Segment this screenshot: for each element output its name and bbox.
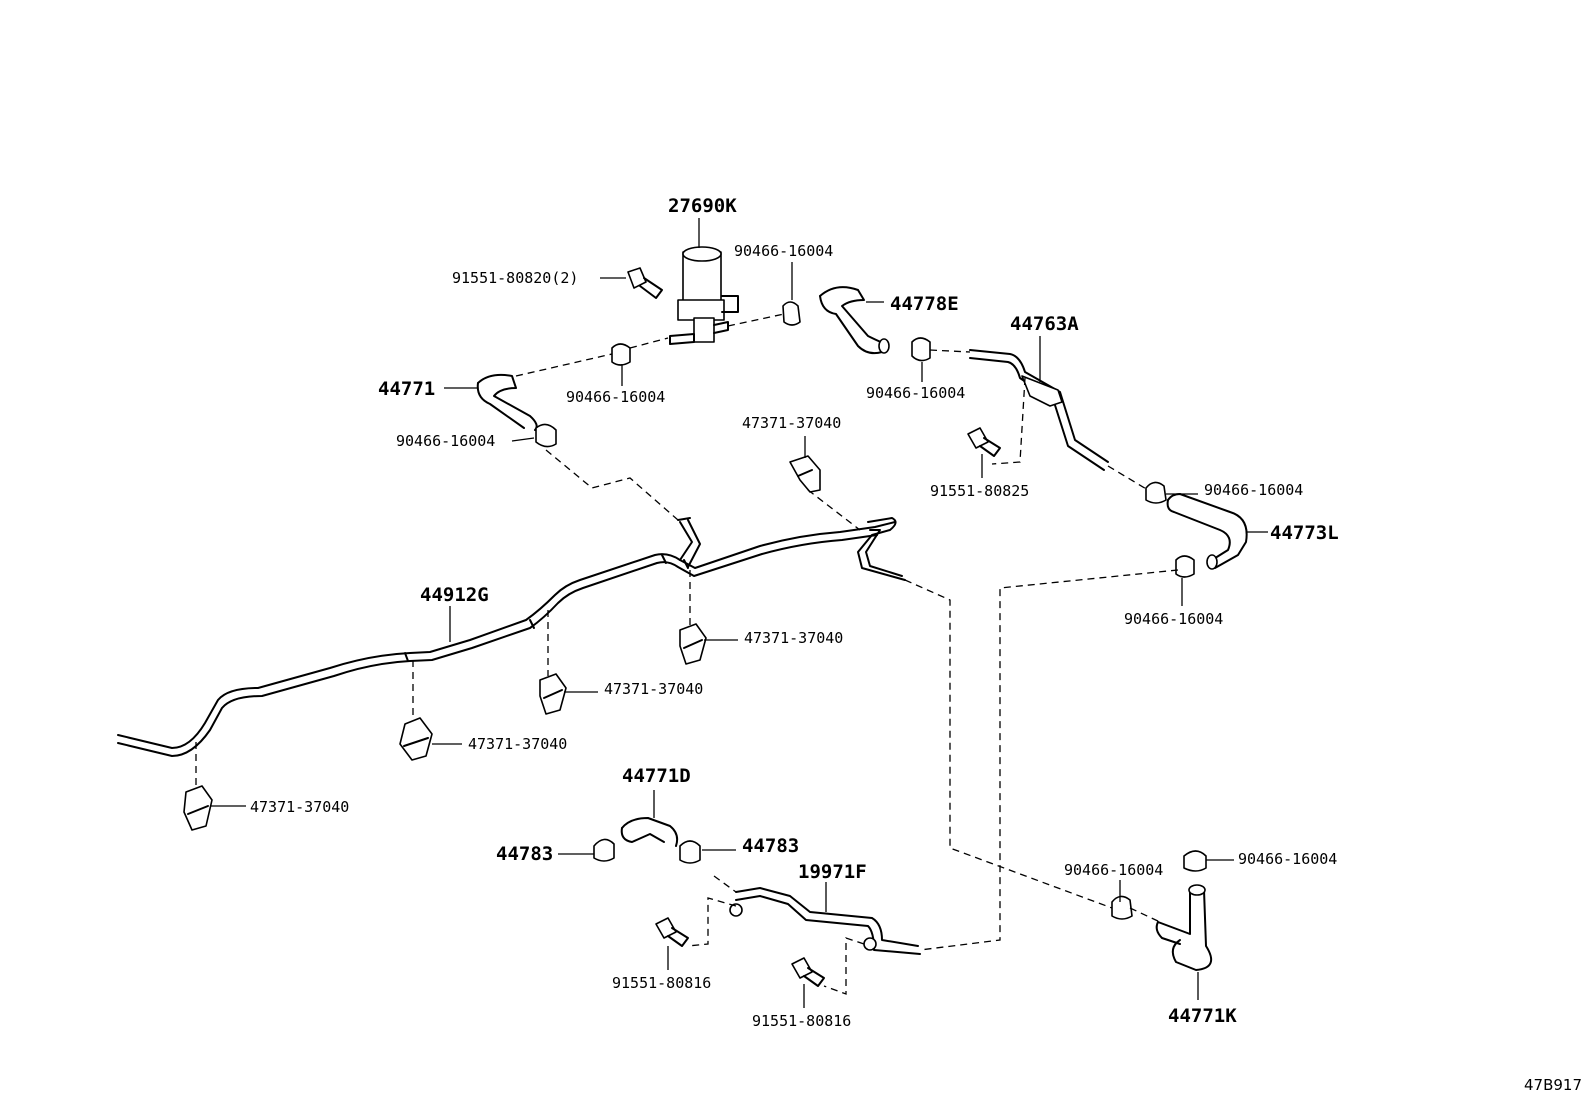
clip-lower-valve[interactable] — [611, 343, 631, 366]
hose-44771d[interactable] — [620, 817, 679, 847]
bolt-91551-80825[interactable] — [967, 427, 1001, 457]
label-44783-left: 44783 — [496, 843, 553, 865]
clamp-47371-mid-right[interactable] — [679, 623, 707, 665]
label-91551-80816-right: 91551-80816 — [752, 1012, 851, 1030]
label-clip-c: 90466-16004 — [866, 384, 965, 402]
clip-hose-44773l-bottom[interactable] — [1175, 555, 1195, 578]
label-44912g: 44912G — [420, 584, 489, 606]
label-44771k: 44771K — [1168, 1005, 1237, 1027]
clip-hose-44771k-left[interactable] — [1111, 895, 1133, 920]
label-44763a: 44763A — [1010, 313, 1079, 335]
clip-hose-44773l-top[interactable] — [1145, 481, 1167, 504]
label-clip-d: 90466-16004 — [396, 432, 495, 450]
leader-lines — [210, 218, 1268, 1008]
label-clip-e: 90466-16004 — [1204, 481, 1303, 499]
label-clamp-c: 47371-37040 — [604, 680, 703, 698]
clamp-47371-mid[interactable] — [539, 673, 567, 715]
label-clamp-a: 47371-37040 — [742, 414, 841, 432]
clip-hose-44771[interactable] — [535, 423, 557, 448]
label-91551-80825: 91551-80825 — [930, 482, 1029, 500]
label-91551-80816-left: 91551-80816 — [612, 974, 711, 992]
diagram-ref-number: 47B917 — [1524, 1076, 1582, 1094]
label-44783-right: 44783 — [742, 835, 799, 857]
clamp-47371-left-mid[interactable] — [399, 717, 433, 761]
dashed-connectors — [195, 313, 1179, 995]
clip-upper-right-valve[interactable] — [782, 301, 801, 326]
hose-44771k[interactable] — [1155, 884, 1213, 971]
label-44771d: 44771D — [622, 765, 691, 787]
clamp-47371-upper[interactable] — [789, 455, 821, 493]
clamp-47371-left[interactable] — [183, 785, 213, 831]
label-91551-80820: 91551-80820(2) — [452, 269, 578, 287]
label-clip-a: 90466-16004 — [734, 242, 833, 260]
label-27690k: 27690K — [668, 195, 737, 217]
label-clamp-d: 47371-37040 — [468, 735, 567, 753]
label-clamp-b: 47371-37040 — [744, 629, 843, 647]
label-19971f: 19971F — [798, 861, 867, 883]
bolt-91551-80820[interactable] — [627, 267, 663, 299]
clip-44783-right[interactable] — [679, 840, 701, 864]
label-clip-f: 90466-16004 — [1124, 610, 1223, 628]
bolt-91551-80816-left[interactable] — [655, 917, 689, 947]
clip-hose-44778e[interactable] — [911, 337, 931, 362]
bolt-91551-80816-right[interactable] — [791, 957, 825, 987]
label-44778e: 44778E — [890, 293, 959, 315]
pipe-44912g[interactable] — [117, 517, 906, 757]
clip-hose-44771k-top[interactable] — [1183, 850, 1207, 872]
pipe-44763a[interactable] — [969, 349, 1109, 471]
label-clip-h: 90466-16004 — [1238, 850, 1337, 868]
clip-44783-left[interactable] — [593, 838, 615, 862]
hose-44778e[interactable] — [819, 286, 890, 355]
label-44773l: 44773L — [1270, 522, 1339, 544]
label-clip-g: 90466-16004 — [1064, 861, 1163, 879]
label-clip-b: 90466-16004 — [566, 388, 665, 406]
hose-44771[interactable] — [476, 373, 538, 431]
hose-44773l[interactable] — [1166, 493, 1248, 570]
label-44771: 44771 — [378, 378, 435, 400]
label-clamp-e: 47371-37040 — [250, 798, 349, 816]
pipe-19971f[interactable] — [729, 887, 921, 955]
solenoid-valve-27690k[interactable] — [669, 246, 739, 345]
